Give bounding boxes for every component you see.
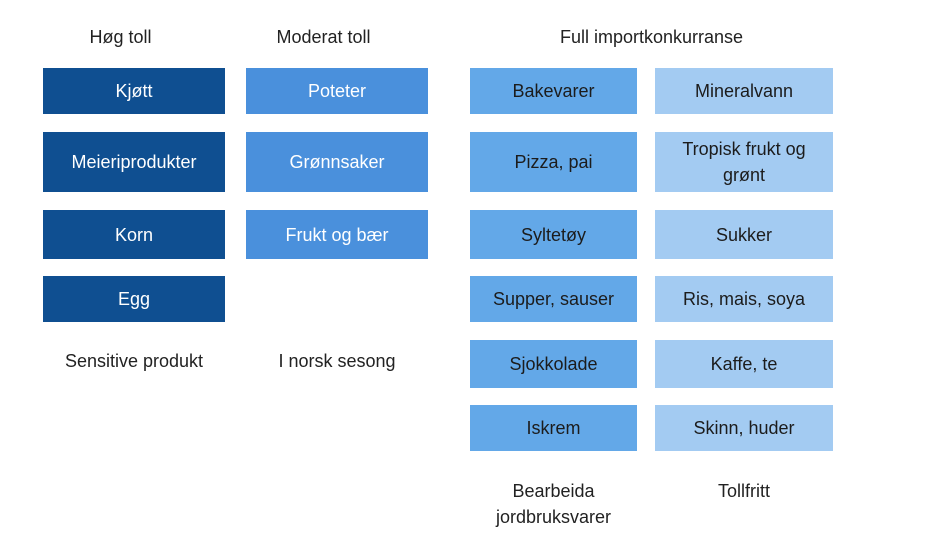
heading-moderat-toll: Moderat toll [276,27,371,47]
box-skinn-huder: Skinn, huder [655,405,833,451]
box-egg: Egg [43,276,225,322]
box-iskrem: Iskrem [470,405,637,451]
box-sukker: Sukker [655,210,833,259]
box-korn: Korn [43,210,225,259]
box-kjott: Kjøtt [43,68,225,114]
box-sjokkolade: Sjokkolade [470,340,637,388]
box-pizza-pai: Pizza, pai [470,132,637,192]
box-supper-sauser: Supper, sauser [470,276,637,322]
box-ris-mais-soya: Ris, mais, soya [655,276,833,322]
box-bakevarer: Bakevarer [470,68,637,114]
box-syltetoy: Syltetøy [470,210,637,259]
heading-full-importkonkurranse: Full importkonkurranse [559,27,744,47]
box-tropisk-frukt-og-gront: Tropisk frukt og grønt [655,132,833,192]
box-poteter: Poteter [246,68,428,114]
box-mineralvann: Mineralvann [655,68,833,114]
box-frukt-og-baer: Frukt og bær [246,210,428,259]
footer-i-norsk-sesong: I norsk sesong [278,351,396,371]
footer-bearbeida-jordbruksvarer: Bearbeida jordbruksvarer [495,481,612,527]
heading-hog-toll: Høg toll [89,27,152,47]
footer-tollfritt: Tollfritt [717,481,770,501]
box-meieriprodukter: Meieriprodukter [43,132,225,192]
box-gronnsaker: Grønnsaker [246,132,428,192]
footer-sensitive-produkt: Sensitive produkt [64,351,204,371]
box-kaffe-te: Kaffe, te [655,340,833,388]
